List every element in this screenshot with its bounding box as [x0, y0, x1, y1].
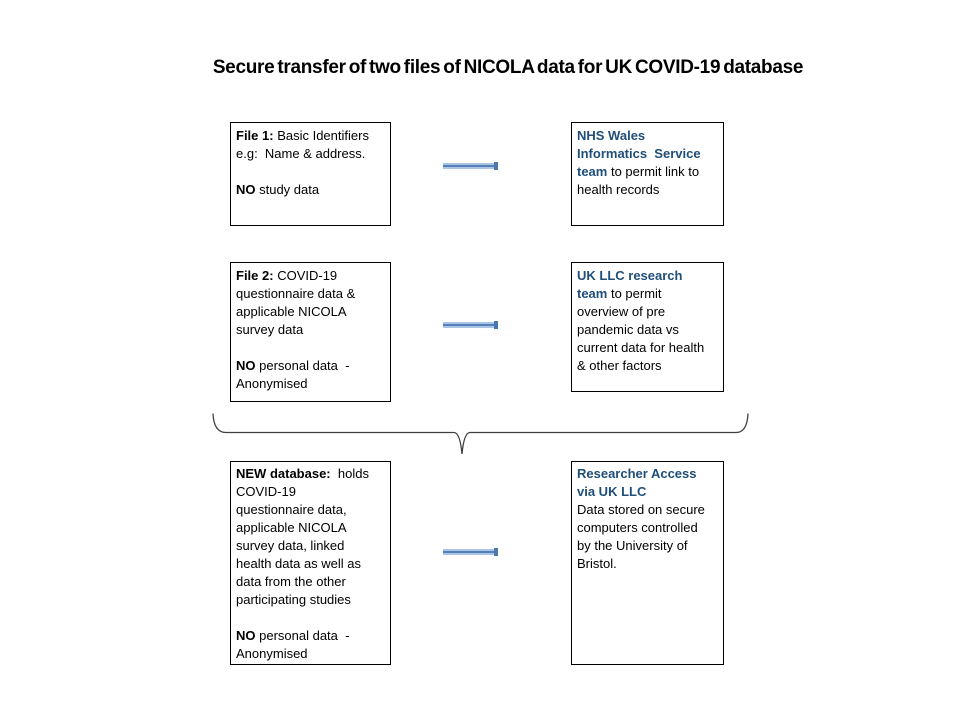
box-ukllc-team: UK LLC research team to permit overview … — [571, 262, 724, 392]
newdb-no-text: personal data - Anonymised — [236, 628, 350, 661]
connector-line-row2 — [443, 321, 498, 329]
box-file2-no-paragraph: NO personal data - Anonymised — [236, 357, 385, 393]
researcher-lead-label: Researcher Access via UK LLC — [577, 466, 697, 499]
box-nhs-wales: NHS Wales Informatics Service team to pe… — [571, 122, 724, 226]
box-file1-paragraph: File 1: Basic Identifiers e.g: Name & ad… — [236, 127, 385, 163]
file2-no-text: personal data - Anonymised — [236, 358, 350, 391]
box-file2-paragraph: File 2: COVID-19 questionnaire data & ap… — [236, 267, 385, 339]
box-new-database: NEW database: holds COVID-19 questionnai… — [230, 461, 391, 665]
file1-no-text: study data — [255, 182, 320, 197]
grouping-brace — [212, 413, 749, 455]
box-newdb-paragraph: NEW database: holds COVID-19 questionnai… — [236, 465, 385, 609]
box-researcher-heading: Researcher Access via UK LLC — [577, 465, 718, 501]
connector-endcap — [494, 548, 498, 556]
file1-body-text: Basic Identifiers e.g: Name & address. — [236, 128, 369, 161]
file2-no-label: NO — [236, 358, 256, 373]
box-file1-no-paragraph: NO study data — [236, 181, 385, 199]
nhs-body-text: to permit link to health records — [577, 164, 700, 197]
box-researcher-body: Data stored on secure computers controll… — [577, 501, 718, 573]
newdb-no-label: NO — [236, 628, 256, 643]
connector-line-row3 — [443, 548, 498, 556]
newdb-lead-label: NEW database: — [236, 466, 331, 481]
file1-no-label: NO — [236, 182, 256, 197]
file2-lead-label: File 2: — [236, 268, 274, 283]
page-title: Secure transfer of two files of NICOLA d… — [212, 57, 804, 78]
nhs-lead-label: NHS Wales Informatics Service team — [577, 128, 701, 179]
newdb-body-text: holds COVID-19 questionnaire data, appli… — [236, 466, 369, 607]
connector-endcap — [494, 321, 498, 329]
box-file2: File 2: COVID-19 questionnaire data & ap… — [230, 262, 391, 402]
file2-body-text: COVID-19 questionnaire data & applicable… — [236, 268, 356, 337]
ukllc-body-text: to permit overview of pre pandemic data … — [577, 286, 705, 373]
box-researcher-access: Researcher Access via UK LLC Data stored… — [571, 461, 724, 665]
box-file1: File 1: Basic Identifiers e.g: Name & ad… — [230, 122, 391, 226]
box-nhs-paragraph: NHS Wales Informatics Service team to pe… — [577, 127, 718, 199]
file1-lead-label: File 1: — [236, 128, 274, 143]
box-newdb-no-paragraph: NO personal data - Anonymised — [236, 627, 385, 663]
ukllc-lead-label: UK LLC research team — [577, 268, 683, 301]
connector-line-row1 — [443, 162, 498, 170]
box-ukllc-paragraph: UK LLC research team to permit overview … — [577, 267, 718, 375]
connector-endcap — [494, 162, 498, 170]
researcher-body-text: Data stored on secure computers controll… — [577, 502, 705, 571]
